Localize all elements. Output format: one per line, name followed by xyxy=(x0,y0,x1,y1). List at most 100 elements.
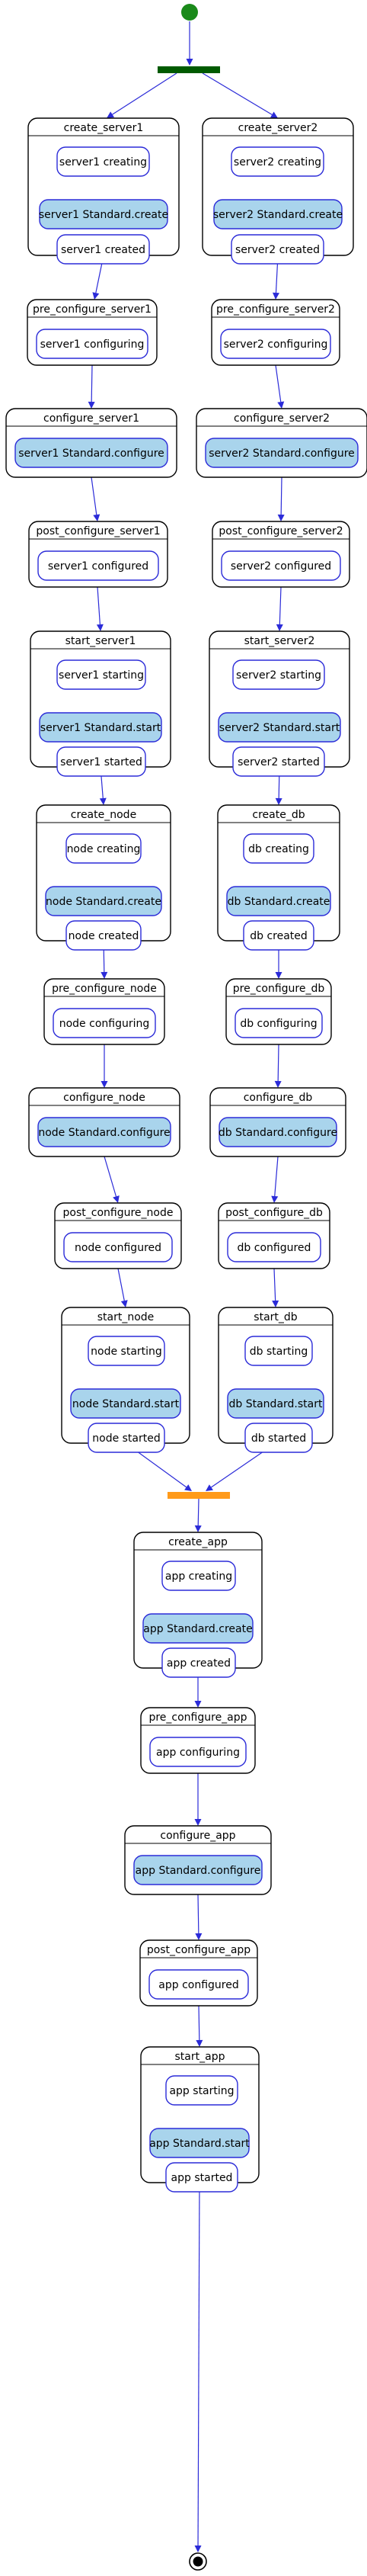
state-box xyxy=(165,2075,238,2106)
group-pre-configure-server2: pre_configure_server2 server2 configuring xyxy=(211,299,340,366)
state-node: node configuring xyxy=(53,1008,156,1038)
state-label: db Standard.create xyxy=(228,896,330,908)
state-label: app creating xyxy=(165,1570,232,1583)
state-box xyxy=(88,1336,165,1366)
state-label: app started xyxy=(171,2172,233,2184)
group-title: pre_configure_server2 xyxy=(216,303,335,316)
state-node: server1 configuring xyxy=(36,329,148,359)
group-title: configure_server2 xyxy=(234,412,330,425)
flow-arrow xyxy=(117,1268,128,1307)
group-title: pre_configure_db xyxy=(233,983,325,995)
state-label: node Standard.start xyxy=(72,1398,180,1410)
state-label: db starting xyxy=(250,1346,308,1358)
state-box xyxy=(227,1232,321,1262)
state-box xyxy=(165,2162,238,2193)
state-node: app configuring xyxy=(149,1737,247,1767)
state-node: db Standard.configure xyxy=(219,1117,337,1147)
state-label: app created xyxy=(167,1657,231,1670)
state-box xyxy=(142,1613,254,1644)
state-node: db configured xyxy=(227,1232,321,1262)
state-box xyxy=(53,1008,156,1038)
state-box xyxy=(37,550,159,581)
flow-arrow xyxy=(271,1156,279,1203)
state-node: app Standard.create xyxy=(142,1613,254,1644)
state-node: server1 creating xyxy=(56,146,150,177)
state-node: node Standard.start xyxy=(70,1388,181,1419)
state-box xyxy=(161,1561,236,1591)
group-pre-configure-server1: pre_configure_server1 server1 configuring xyxy=(27,299,158,366)
state-box xyxy=(39,199,168,229)
state-node: node configured xyxy=(63,1232,173,1262)
state-node: app Standard.start xyxy=(149,2128,250,2158)
state-box xyxy=(65,920,142,951)
state-label: node configured xyxy=(75,1242,161,1254)
state-label: app Standard.configure xyxy=(136,1865,261,1877)
state-box xyxy=(45,886,162,916)
state-label: node started xyxy=(92,1432,161,1445)
state-box xyxy=(65,833,142,864)
group-title: pre_configure_server1 xyxy=(33,303,152,316)
flow-arrow xyxy=(96,586,104,631)
state-label: server1 Standard.configure xyxy=(18,448,164,460)
state-label: node starting xyxy=(91,1346,162,1358)
group-title: start_app xyxy=(175,2051,225,2063)
state-box xyxy=(219,1117,337,1147)
group-title: start_db xyxy=(254,1311,297,1323)
group-title: pre_configure_node xyxy=(52,983,157,995)
state-node: node creating xyxy=(65,833,142,864)
state-box xyxy=(227,1388,324,1419)
state-node: server2 configured xyxy=(221,550,341,581)
state-box xyxy=(220,329,331,359)
state-label: server2 configuring xyxy=(224,338,328,351)
state-label: db configuring xyxy=(240,1018,317,1030)
state-label: server1 Standard.create xyxy=(39,209,168,221)
state-node: server1 Standard.start xyxy=(39,712,162,743)
state-box xyxy=(161,1647,236,1678)
state-box xyxy=(70,1388,181,1419)
state-label: server2 starting xyxy=(236,669,321,682)
flow-arrow xyxy=(194,1498,202,1532)
group-title: post_configure_app xyxy=(147,1944,251,1956)
group-title: start_node xyxy=(97,1311,155,1323)
flow-arrow xyxy=(186,21,193,66)
state-node: node starting xyxy=(88,1336,165,1366)
state-box xyxy=(205,438,359,468)
flow-arrow xyxy=(101,1044,108,1088)
group-title: configure_app xyxy=(160,1830,235,1842)
state-box xyxy=(231,146,324,177)
group-title: create_app xyxy=(168,1536,228,1548)
state-label: app configuring xyxy=(156,1747,240,1759)
group-title: create_db xyxy=(252,809,305,821)
flow-arrow xyxy=(107,72,177,118)
flow-arrow xyxy=(194,2182,202,2552)
state-label: server2 started xyxy=(238,756,320,768)
group-title: start_server2 xyxy=(244,635,315,647)
group-title: create_node xyxy=(71,809,136,821)
group-title: post_configure_server1 xyxy=(36,525,160,537)
group-title: post_configure_db xyxy=(225,1207,323,1219)
state-label: server1 Standard.start xyxy=(40,722,161,734)
state-node: server1 Standard.configure xyxy=(14,438,168,468)
state-box xyxy=(148,1969,249,2000)
state-node: app starting xyxy=(165,2075,238,2106)
state-node: server2 created xyxy=(231,234,324,265)
state-label: db Standard.start xyxy=(229,1398,323,1410)
group-title: configure_db xyxy=(244,1092,313,1104)
state-node: server2 Standard.create xyxy=(213,199,343,229)
end-node xyxy=(189,2552,207,2571)
flow-arrow xyxy=(274,1044,282,1088)
state-box xyxy=(218,712,341,743)
state-box xyxy=(244,1336,313,1366)
flow-arrow xyxy=(275,364,285,409)
state-label: app Standard.start xyxy=(149,2138,250,2150)
